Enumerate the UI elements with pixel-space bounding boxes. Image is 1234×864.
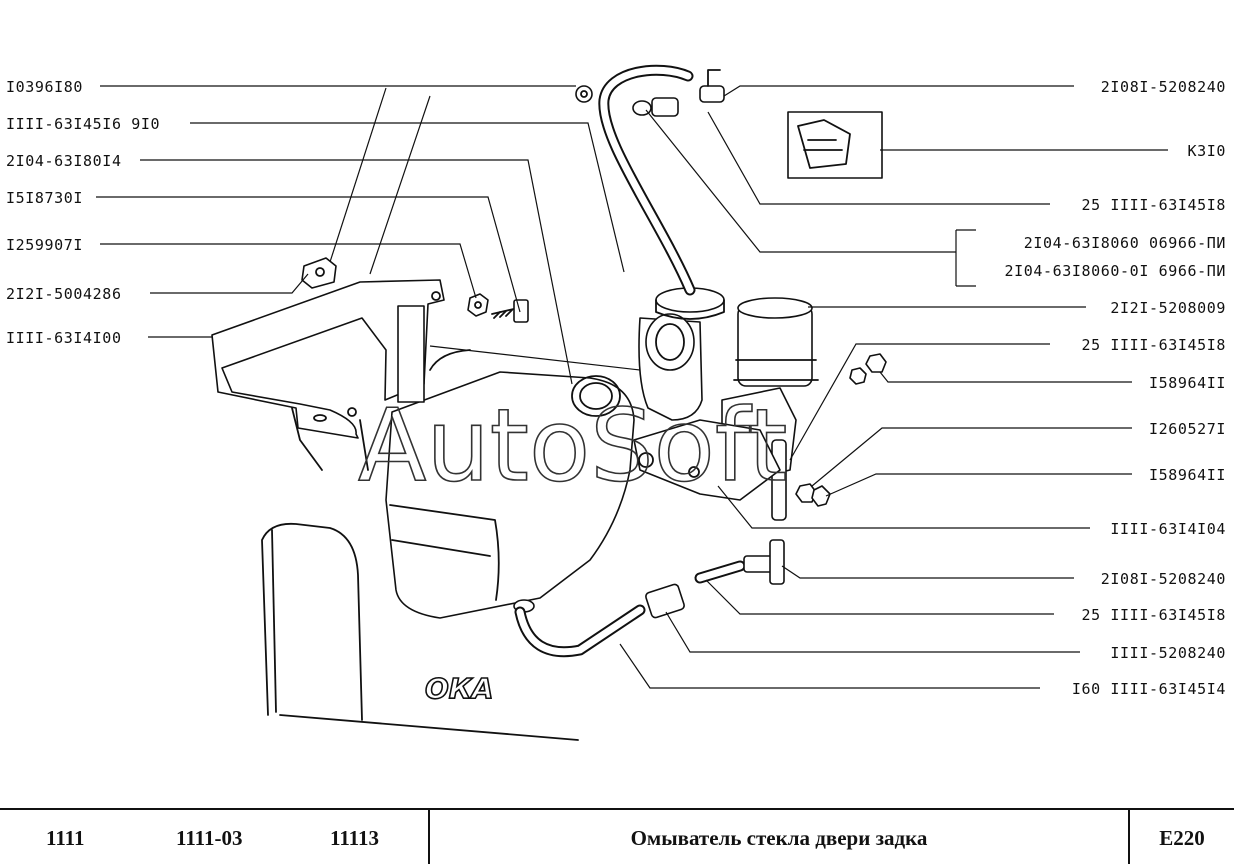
left-callouts: I0396I80 IIII-63I45I6 9I0 2I04-63I80I4 I… [6,78,160,347]
screw [491,299,529,323]
sleeve-connector [632,97,679,117]
callout-right-2: K3I0 [1187,142,1226,160]
callout-right-6: 2I2I-5208009 [1110,299,1226,317]
model-code-1: 1111 [46,826,85,850]
callout-right-11: IIII-63I4I04 [1110,520,1226,538]
filler-neck [638,287,725,421]
model-code-2: 1111-03 [176,826,243,850]
callout-left-6: 2I2I-5004286 [6,285,122,303]
callout-right-3: 25 IIII-63I45I8 [1082,196,1226,214]
grommet [575,85,593,103]
model-code-3: 11113 [330,826,380,850]
callout-right-12: 2I08I-5208240 [1101,570,1226,588]
callout-right-15: I60 IIII-63I45I4 [1072,680,1226,698]
right-callouts: 2I08I-5208240 K3I0 25 IIII-63I45I8 2I04-… [1004,78,1226,698]
callout-right-8: I58964II [1149,374,1226,392]
footer-divider-1 [428,810,430,864]
callout-right-14: IIII-5208240 [1110,644,1226,662]
mounting-bracket [211,279,445,439]
callout-left-3: 2I04-63I80I4 [6,152,122,170]
check-valve [645,583,685,619]
callout-left-4: I5I8730I [6,189,83,207]
callout-left-5: I259907I [6,236,83,254]
callout-left-2: IIII-63I45I6 9I0 [6,115,160,133]
watermark: AutoSoft [358,387,788,504]
callout-right-9: I260527I [1149,420,1226,438]
title-block: 1111 1111-03 11113 Омыватель стекла двер… [0,808,1234,864]
section-code: E220 [1159,826,1205,850]
washer-reservoir [385,349,635,619]
oka-logo: ОКА [425,672,493,705]
bracket-clip [301,257,337,289]
callout-right-5: 2I04-63I8060-0I 6966-ПИ [1004,262,1226,280]
footer-divider-2 [1128,810,1130,864]
sealing-ring [571,375,621,417]
callout-right-1: 2I08I-5208240 [1101,78,1226,96]
nut-right-1 [849,353,887,385]
nut-left [467,293,489,317]
diagram-title: Омыватель стекла двери задка [630,826,928,850]
callout-right-7: 25 IIII-63I45I8 [1082,336,1226,354]
callout-right-13: 25 IIII-63I45I8 [1082,606,1226,624]
tee-connector [743,539,785,585]
pump-mounting-plate [633,419,781,501]
label-plate [787,111,883,179]
callout-right-10: I58964II [1149,466,1226,484]
callout-left-1: I0396I80 [6,78,83,96]
callout-left-7: IIII-63I4I00 [6,329,122,347]
nut-right-2 [795,483,831,507]
exploded-view-drawing: ОКА [6,64,1226,741]
callout-right-4: 2I04-63I8060 06966-ПИ [1024,234,1226,252]
leader-lines [96,85,1168,689]
car-body-outline [261,407,579,741]
hose-connector-top [699,69,725,103]
